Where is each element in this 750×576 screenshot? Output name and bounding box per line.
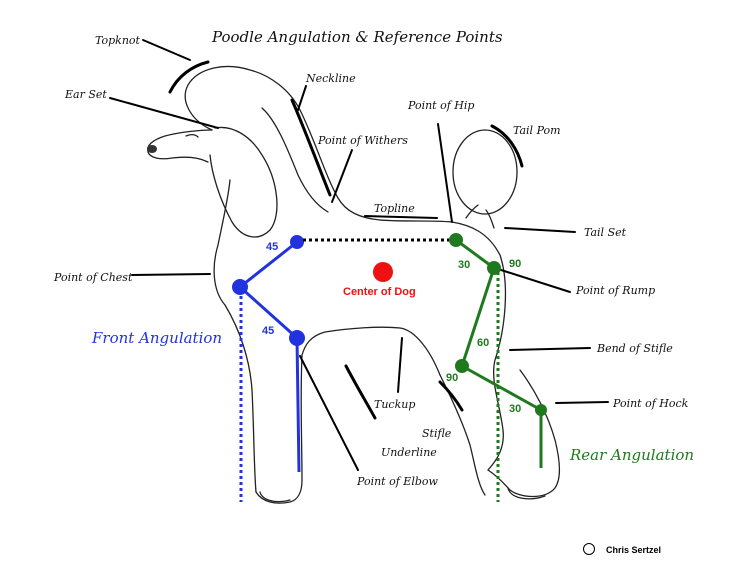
- label-front-angulation: Front Angulation: [91, 329, 222, 347]
- neck-inner-line: [261, 107, 329, 213]
- label-point-of-withers: Point of Withers: [317, 134, 408, 147]
- label-rear-angulation: Rear Angulation: [569, 446, 694, 464]
- rear-stifle-point: [455, 359, 469, 373]
- credit-author: Chris Sertzel: [606, 545, 661, 555]
- leader-withers: [331, 149, 353, 203]
- front-foot: [259, 491, 291, 503]
- label-ear-set: Ear Set: [64, 88, 107, 101]
- tail-pom-arc: [490, 124, 524, 168]
- label-stifle: Stifle: [422, 427, 452, 440]
- ear-outline: [209, 126, 278, 238]
- rear-femur-line: [460, 267, 496, 367]
- leader-rump: [500, 269, 571, 293]
- front-leg-line: [295, 337, 301, 473]
- label-tuckup: Tuckup: [374, 398, 415, 411]
- label-underline: Underline: [381, 446, 437, 459]
- nose: [147, 145, 157, 153]
- front-chest-point: [232, 279, 248, 295]
- underline-arc: [344, 364, 377, 420]
- center-of-dog-point: [373, 262, 393, 282]
- leader-tail-set: [504, 227, 576, 233]
- leader-lines: [109, 39, 609, 471]
- copyright-circle: [583, 543, 595, 555]
- rear-angulation-lines: [449, 233, 547, 502]
- leader-topknot: [142, 39, 191, 61]
- label-point-of-rump: Point of Rump: [575, 284, 655, 297]
- label-topknot: Topknot: [95, 34, 141, 47]
- stifle-arc: [438, 380, 464, 412]
- angle-stifle-upper: 60: [477, 337, 489, 349]
- leader-chest: [131, 273, 211, 276]
- rump-outline: [451, 221, 507, 471]
- rear-foot: [507, 487, 546, 500]
- head-topknot-outline: [184, 65, 301, 131]
- leader-ear-set: [109, 97, 219, 129]
- label-tail-pom: Tail Pom: [513, 124, 561, 137]
- angle-front-upper: 45: [266, 241, 278, 253]
- front-angulation-lines: [232, 235, 305, 502]
- label-topline: Topline: [374, 202, 415, 215]
- leader-stifle-bend: [509, 347, 591, 351]
- copyright-symbol: ©: [585, 545, 591, 554]
- neckline-arc: [290, 98, 332, 197]
- eye: [185, 133, 199, 138]
- front-leg-back: [224, 304, 257, 493]
- angle-stifle: 90: [446, 372, 458, 384]
- label-point-of-chest: Point of Chest: [53, 271, 133, 284]
- tail-pom: [452, 129, 518, 215]
- label-point-of-hock: Point of Hock: [612, 397, 689, 410]
- rear-hip-point: [449, 233, 463, 247]
- label-neckline: Neckline: [305, 72, 356, 85]
- chest-outline: [213, 179, 231, 306]
- front-withers-point: [290, 235, 304, 249]
- rear-rump-point: [487, 261, 501, 275]
- leader-hip: [437, 123, 453, 223]
- muzzle-outline: [146, 129, 213, 163]
- label-tail-set: Tail Set: [584, 226, 627, 239]
- rear-tibia-line: [461, 364, 542, 412]
- label-point-of-elbow: Point of Elbow: [356, 475, 439, 488]
- rear-pelvis-line: [455, 238, 495, 270]
- leader-topline: [364, 215, 438, 219]
- angle-hip: 30: [458, 259, 470, 271]
- topknot-arc: [168, 60, 210, 94]
- neck-outline: [299, 109, 381, 221]
- poodle-outline: [146, 65, 561, 504]
- label-bend-of-stifle: Bend of Stifle: [596, 342, 673, 355]
- belly-outline: [301, 326, 441, 376]
- front-upper-arm-line: [239, 240, 298, 289]
- angle-front-lower: 45: [262, 325, 274, 337]
- front-leg-outline: [255, 354, 303, 504]
- leader-hock: [555, 401, 609, 404]
- leader-elbow: [299, 355, 359, 471]
- front-elbow-point: [289, 330, 305, 346]
- leader-tuckup: [397, 337, 403, 393]
- angle-hock: 30: [509, 403, 521, 415]
- front-lower-arm-line: [238, 285, 299, 340]
- leader-neckline: [297, 85, 307, 111]
- center-of-dog-label: Center of Dog: [343, 286, 416, 298]
- rear-hock-point: [535, 404, 547, 416]
- tail-stalk: [465, 204, 495, 229]
- topline-outline: [379, 219, 453, 223]
- label-point-of-hip: Point of Hip: [407, 99, 474, 112]
- diagram-title: Poodle Angulation & Reference Points: [211, 28, 503, 46]
- angle-rump: 90: [509, 258, 521, 270]
